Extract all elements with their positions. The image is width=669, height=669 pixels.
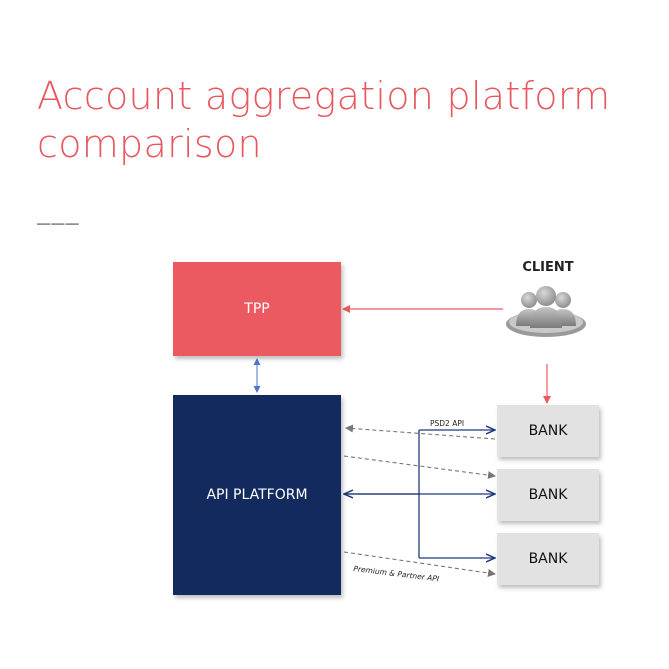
- api-platform-label: API PLATFORM: [206, 487, 308, 503]
- client-label: CLIENT: [522, 260, 574, 275]
- bank-box-2: BANK: [497, 469, 599, 521]
- psd2-api-label: PSD2 API: [430, 419, 465, 428]
- users-group-icon: [506, 286, 586, 337]
- api-platform-box: API PLATFORM: [173, 395, 341, 595]
- bank-label-1: BANK: [528, 423, 568, 439]
- bank-box-3: BANK: [497, 533, 599, 585]
- premium-connectors: [343, 424, 496, 577]
- title-line-2: comparison: [37, 122, 262, 166]
- tpp-box: TPP: [173, 262, 341, 356]
- tpp-label: TPP: [244, 301, 270, 317]
- title-line-1: Account aggregation platform: [37, 74, 611, 118]
- bank-box-1: BANK: [497, 405, 599, 457]
- page-title: Account aggregation platform comparison: [37, 72, 647, 168]
- bank-label-2: BANK: [528, 487, 568, 503]
- title-divider: ___: [37, 200, 80, 225]
- bank-label-3: BANK: [528, 551, 568, 567]
